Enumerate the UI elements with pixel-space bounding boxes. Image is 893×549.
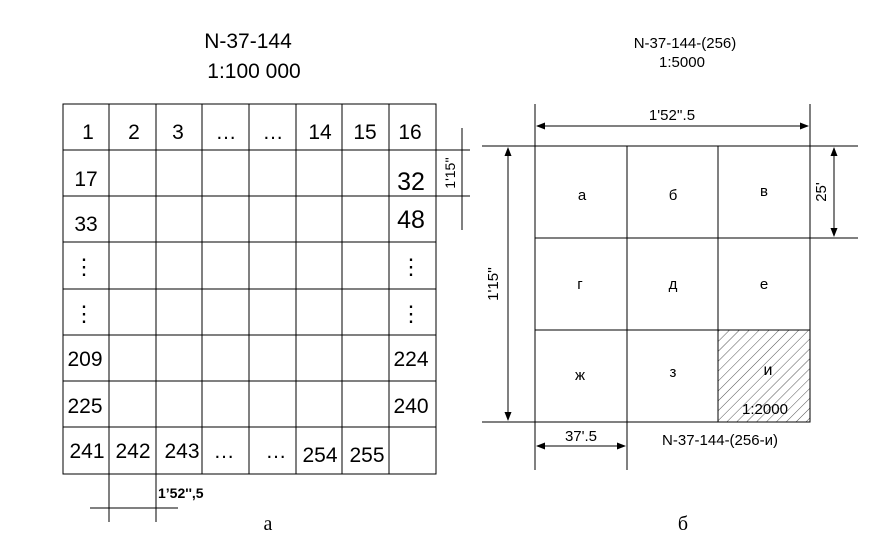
left-height-dimension [436, 128, 470, 230]
highlighted-cell-scale: 1:2000 [742, 401, 788, 418]
right-extension-lines [482, 104, 858, 470]
highlighted-cell [718, 330, 810, 422]
left-width-dimension [90, 474, 178, 522]
cell-label: ⋮ [73, 254, 95, 279]
cell-letter: г [577, 276, 583, 293]
cell-label: 240 [393, 395, 428, 418]
right-title: N-37-144-(256) [634, 35, 737, 52]
subsheet-grid [534, 145, 811, 423]
cell-label: … [263, 121, 284, 144]
sheet-grid [62, 103, 437, 475]
right-column-labels: 32 48 ⋮ ⋮ 224 240 [393, 168, 428, 418]
cell-label: 241 [69, 440, 104, 463]
first-row-labels: 1 2 3 … … 14 15 16 [82, 121, 422, 144]
cell-label: ⋮ [400, 254, 422, 279]
left-width-label: 1’52'',5 [158, 485, 204, 501]
cell-label: 33 [74, 213, 97, 236]
cell-label: 32 [397, 168, 425, 196]
cell-label: 16 [398, 121, 421, 144]
right-scale: 1:5000 [659, 54, 705, 71]
cell-label: … [216, 121, 237, 144]
cell-label: ⋮ [400, 301, 422, 326]
right-bottom-label: N-37-144-(256-и) [662, 432, 778, 449]
right-height-label: 1'15'' [485, 267, 502, 301]
cell-label: 15 [353, 121, 376, 144]
left-panel: N-37-144 1:100 000 1 2 3 … … 14 [62, 30, 470, 535]
cell-label: … [214, 440, 235, 463]
cell-label: 17 [74, 168, 97, 191]
cell-letter: и [764, 362, 773, 379]
cell-label: 225 [67, 395, 102, 418]
right-width-label: 1'52''.5 [649, 107, 695, 124]
cell-label: 3 [172, 121, 184, 144]
cell-label: 209 [67, 348, 102, 371]
cell-letter: а [578, 187, 587, 204]
right-cell-height-label: 25' [813, 182, 830, 202]
right-caption: б [678, 513, 688, 535]
right-cell-width-label: 37'.5 [565, 428, 597, 445]
cell-label: 14 [308, 121, 332, 144]
cell-letter: в [760, 183, 768, 200]
cell-label: ⋮ [73, 301, 95, 326]
cell-label: 224 [393, 348, 428, 371]
cell-letters: а б в г д е ж з и [575, 183, 772, 384]
right-panel: N-37-144-(256) 1:5000 1'52''.5 1 [482, 35, 858, 535]
cell-letter: б [669, 187, 678, 204]
cell-letter: е [760, 276, 768, 293]
left-height-label: 1'15'' [442, 157, 458, 188]
left-column-labels: 17 33 ⋮ ⋮ 209 225 [67, 168, 102, 418]
cell-letter: ж [575, 367, 585, 384]
cell-letter: з [670, 364, 677, 381]
cell-label: … [266, 440, 287, 463]
left-scale: 1:100 000 [207, 60, 300, 83]
left-caption: а [264, 513, 273, 535]
cell-label: 242 [115, 440, 150, 463]
cell-label: 243 [164, 440, 199, 463]
cell-label: 1 [82, 121, 94, 144]
cell-label: 254 [302, 444, 337, 467]
cell-label: 48 [397, 206, 425, 234]
cell-letter: д [669, 276, 678, 293]
last-row-labels: 241 242 243 … … 254 255 [69, 440, 384, 467]
left-title: N-37-144 [204, 30, 292, 53]
cell-label: 2 [128, 121, 140, 144]
cell-label: 255 [349, 444, 384, 467]
